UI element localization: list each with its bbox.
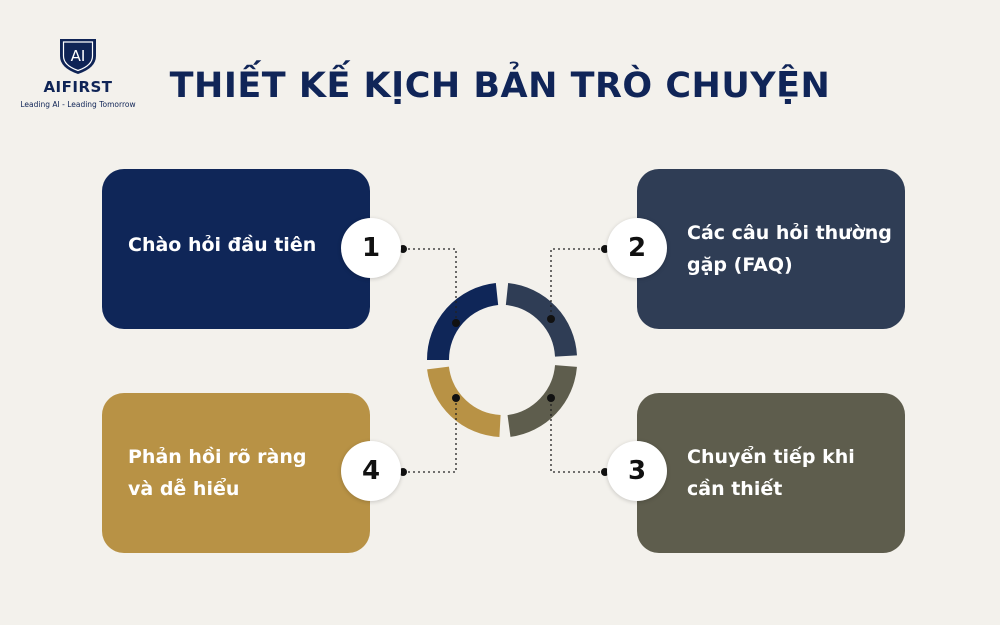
logo: AI AIFIRST Leading AI - Leading Tomorrow bbox=[18, 36, 138, 109]
step-4-line-2: và dễ hiểu bbox=[128, 478, 240, 500]
step-1-line-1: Chào hỏi đầu tiên bbox=[128, 234, 317, 256]
shield-logo-icon: AI bbox=[60, 39, 96, 74]
connector-dot bbox=[452, 394, 460, 402]
brand-name: AIFIRST bbox=[43, 78, 113, 96]
brand-tagline: Leading AI - Leading Tomorrow bbox=[20, 100, 136, 109]
connector-dot bbox=[547, 315, 555, 323]
step-4-line-1: Phản hồi rõ ràng bbox=[128, 446, 307, 468]
step-1-number-badge: 1 bbox=[341, 218, 401, 278]
step-4-number-badge: 4 bbox=[341, 441, 401, 501]
step-3-line-2: cần thiết bbox=[687, 478, 783, 500]
ring-segment-1 bbox=[426, 283, 499, 361]
svg-text:AI: AI bbox=[71, 47, 86, 65]
connector-2 bbox=[550, 248, 605, 319]
step-card-4: Phản hồi rõ ràng và dễ hiểu bbox=[102, 393, 370, 553]
step-card-2: Các câu hỏi thường gặp (FAQ) bbox=[637, 169, 905, 329]
ring-segment-4 bbox=[427, 366, 502, 437]
step-2-number-badge: 2 bbox=[607, 218, 667, 278]
connector-dot bbox=[547, 394, 555, 402]
step-2-line-2: gặp (FAQ) bbox=[687, 254, 793, 276]
step-card-1: Chào hỏi đầu tiên bbox=[102, 169, 370, 329]
step-3-label: Chuyển tiếp khi cần thiết bbox=[687, 441, 897, 505]
step-4-label: Phản hồi rõ ràng và dễ hiểu bbox=[128, 441, 338, 505]
step-2-label: Các câu hỏi thường gặp (FAQ) bbox=[687, 217, 897, 281]
page-title: THIẾT KẾ KỊCH BẢN TRÒ CHUYỆN bbox=[169, 66, 831, 106]
ring-segment-2 bbox=[505, 283, 577, 358]
connector-dot bbox=[452, 319, 460, 327]
step-3-line-1: Chuyển tiếp khi bbox=[687, 446, 855, 468]
step-1-label: Chào hỏi đầu tiên bbox=[128, 229, 338, 261]
step-3-number-badge: 3 bbox=[607, 441, 667, 501]
step-2-line-1: Các câu hỏi thường bbox=[687, 222, 892, 244]
step-card-3: Chuyển tiếp khi cần thiết bbox=[637, 393, 905, 553]
ring-segment-3 bbox=[507, 364, 577, 437]
connector-dot bbox=[399, 245, 407, 253]
connector-dot bbox=[399, 468, 407, 476]
